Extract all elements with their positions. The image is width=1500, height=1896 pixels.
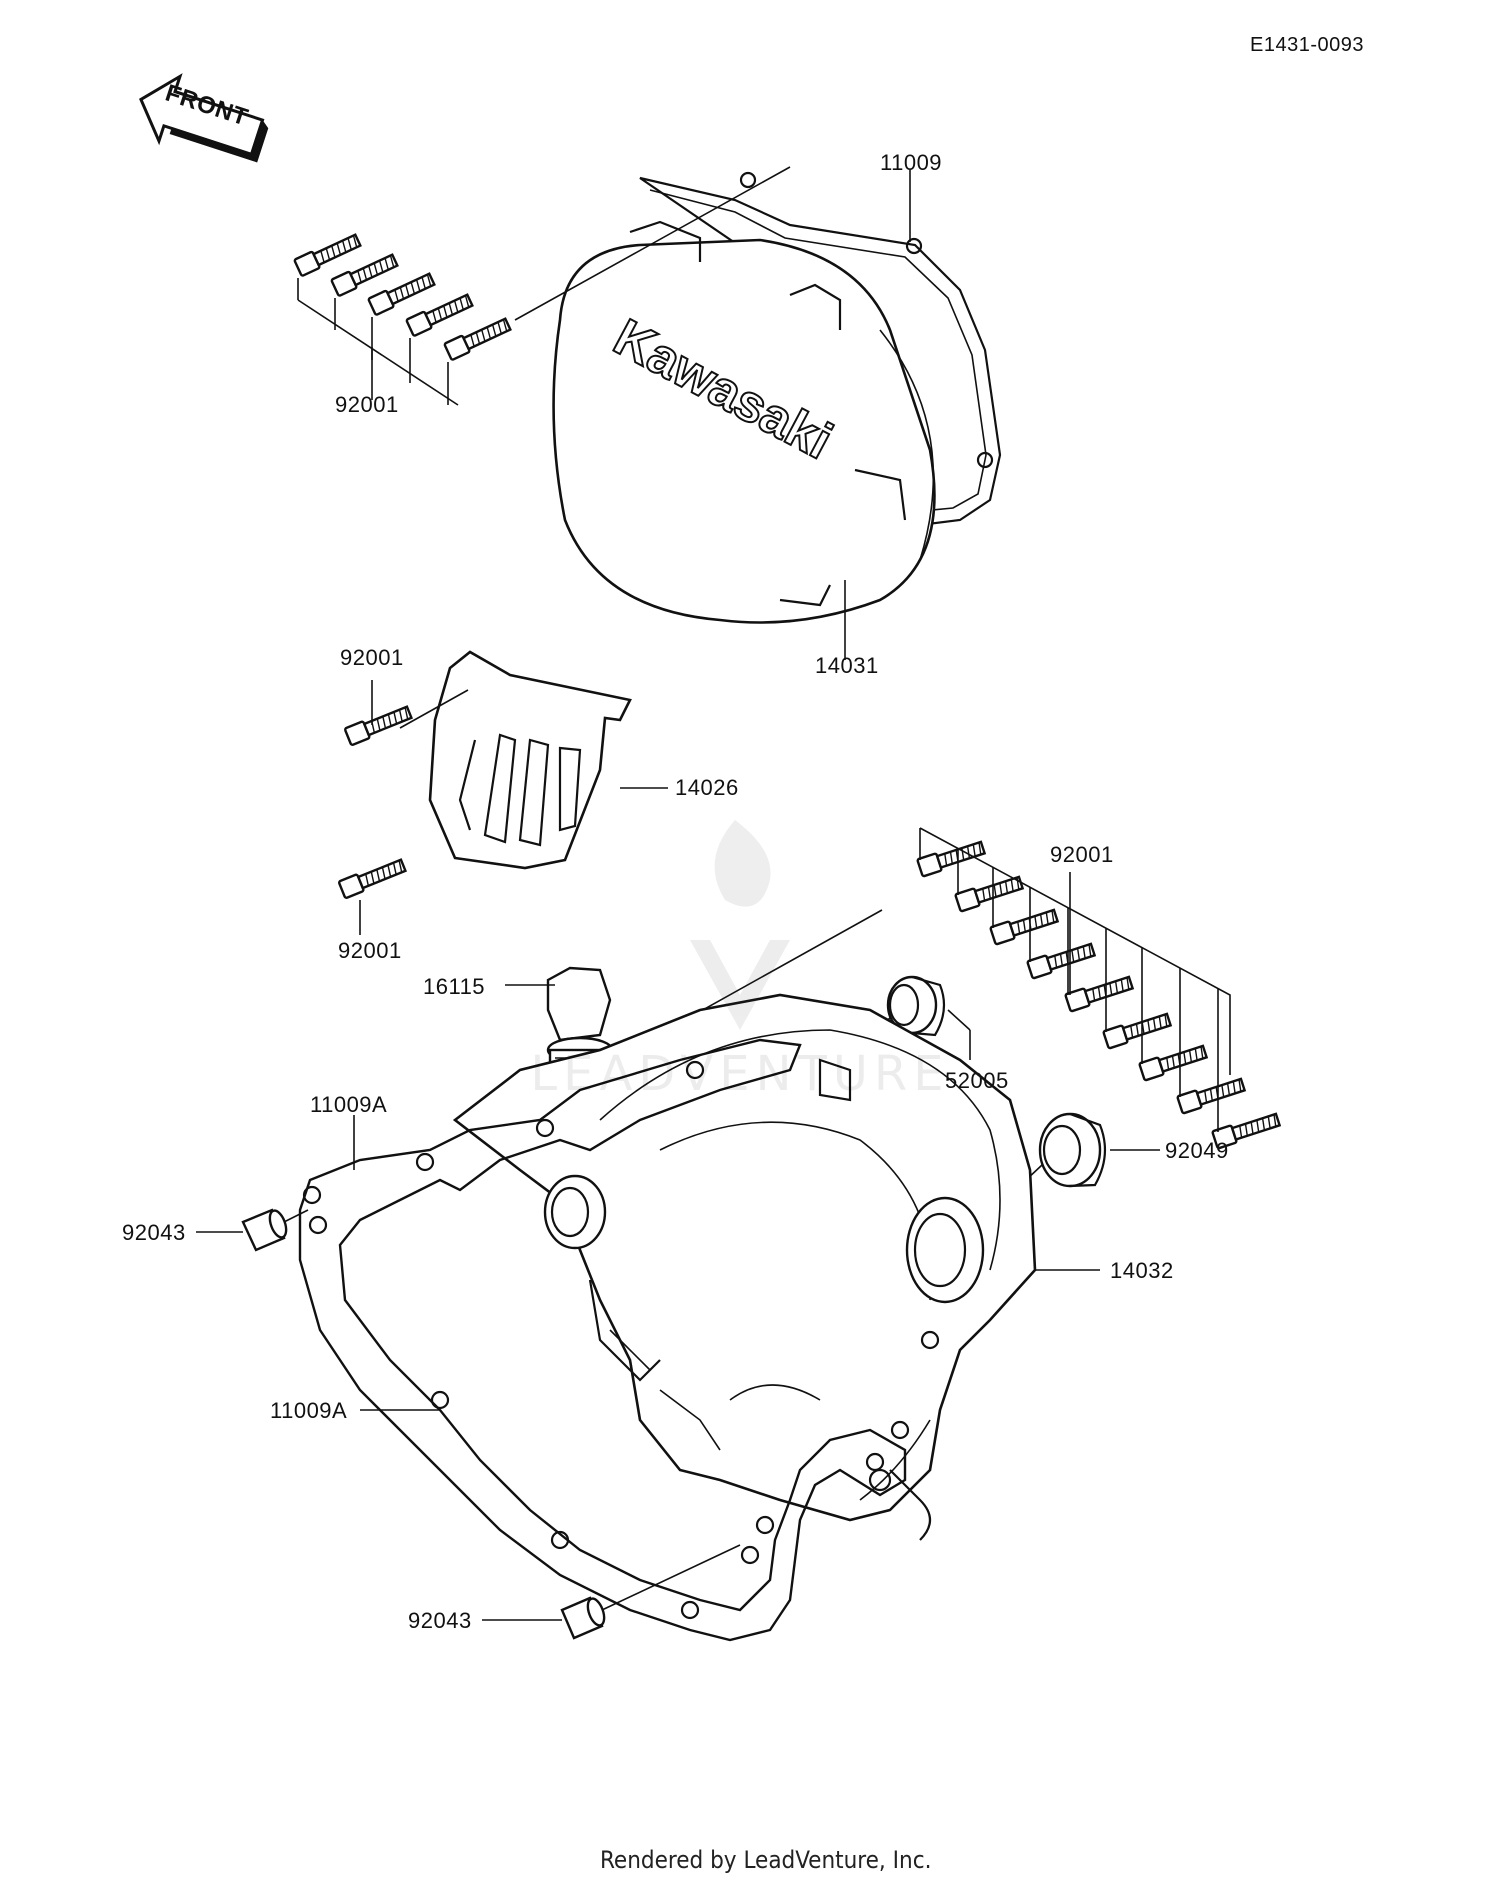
callout-92043-upper: 92043 <box>122 1220 186 1245</box>
sprocket-bolt-upper <box>343 702 414 747</box>
footer-credit: Rendered by LeadVenture, Inc. <box>600 1846 932 1874</box>
sprocket-bolt-lower <box>337 855 408 900</box>
callout-52005: 52005 <box>945 1068 1009 1093</box>
leadventure-watermark-icon <box>690 820 790 1030</box>
cover-bolts-92001 <box>292 166 791 406</box>
callout-92043-lower: 92043 <box>408 1608 472 1633</box>
callout-92001-cover-bolts: 92001 <box>335 392 399 417</box>
callout-92001-sprocket-upper: 92001 <box>340 645 404 670</box>
callout-14032: 14032 <box>1110 1258 1174 1283</box>
watermark-text: LEADVENTURE <box>530 1046 949 1102</box>
callout-92001-sprocket-lower: 92001 <box>338 938 402 963</box>
callout-16115: 16115 <box>423 974 486 999</box>
clutch-cover-14031: Kawasaki <box>552 220 936 624</box>
front-arrow-icon <box>139 73 269 163</box>
callout-14026: 14026 <box>675 775 739 800</box>
callout-11009a-lower: 11009A <box>270 1398 348 1423</box>
oil-seal-52005 <box>849 975 971 1060</box>
callout-92049: 92049 <box>1165 1138 1229 1163</box>
sprocket-cover-14026 <box>428 650 668 870</box>
oil-seal-92049 <box>1009 1112 1160 1196</box>
callout-11009a-upper: 11009A <box>310 1092 388 1117</box>
callout-92001-crankcase-bolts: 92001 <box>1050 842 1114 867</box>
crankcase-cover-14032 <box>452 993 1100 1541</box>
callout-11009: 11009 <box>880 150 943 175</box>
gasket-11009a <box>298 1038 907 1642</box>
dowel-pin-lower <box>482 1544 741 1640</box>
dowel-pin-upper <box>196 1208 309 1252</box>
callout-14031: 14031 <box>815 653 879 678</box>
drawing-code: E1431-0093 <box>1250 34 1364 56</box>
